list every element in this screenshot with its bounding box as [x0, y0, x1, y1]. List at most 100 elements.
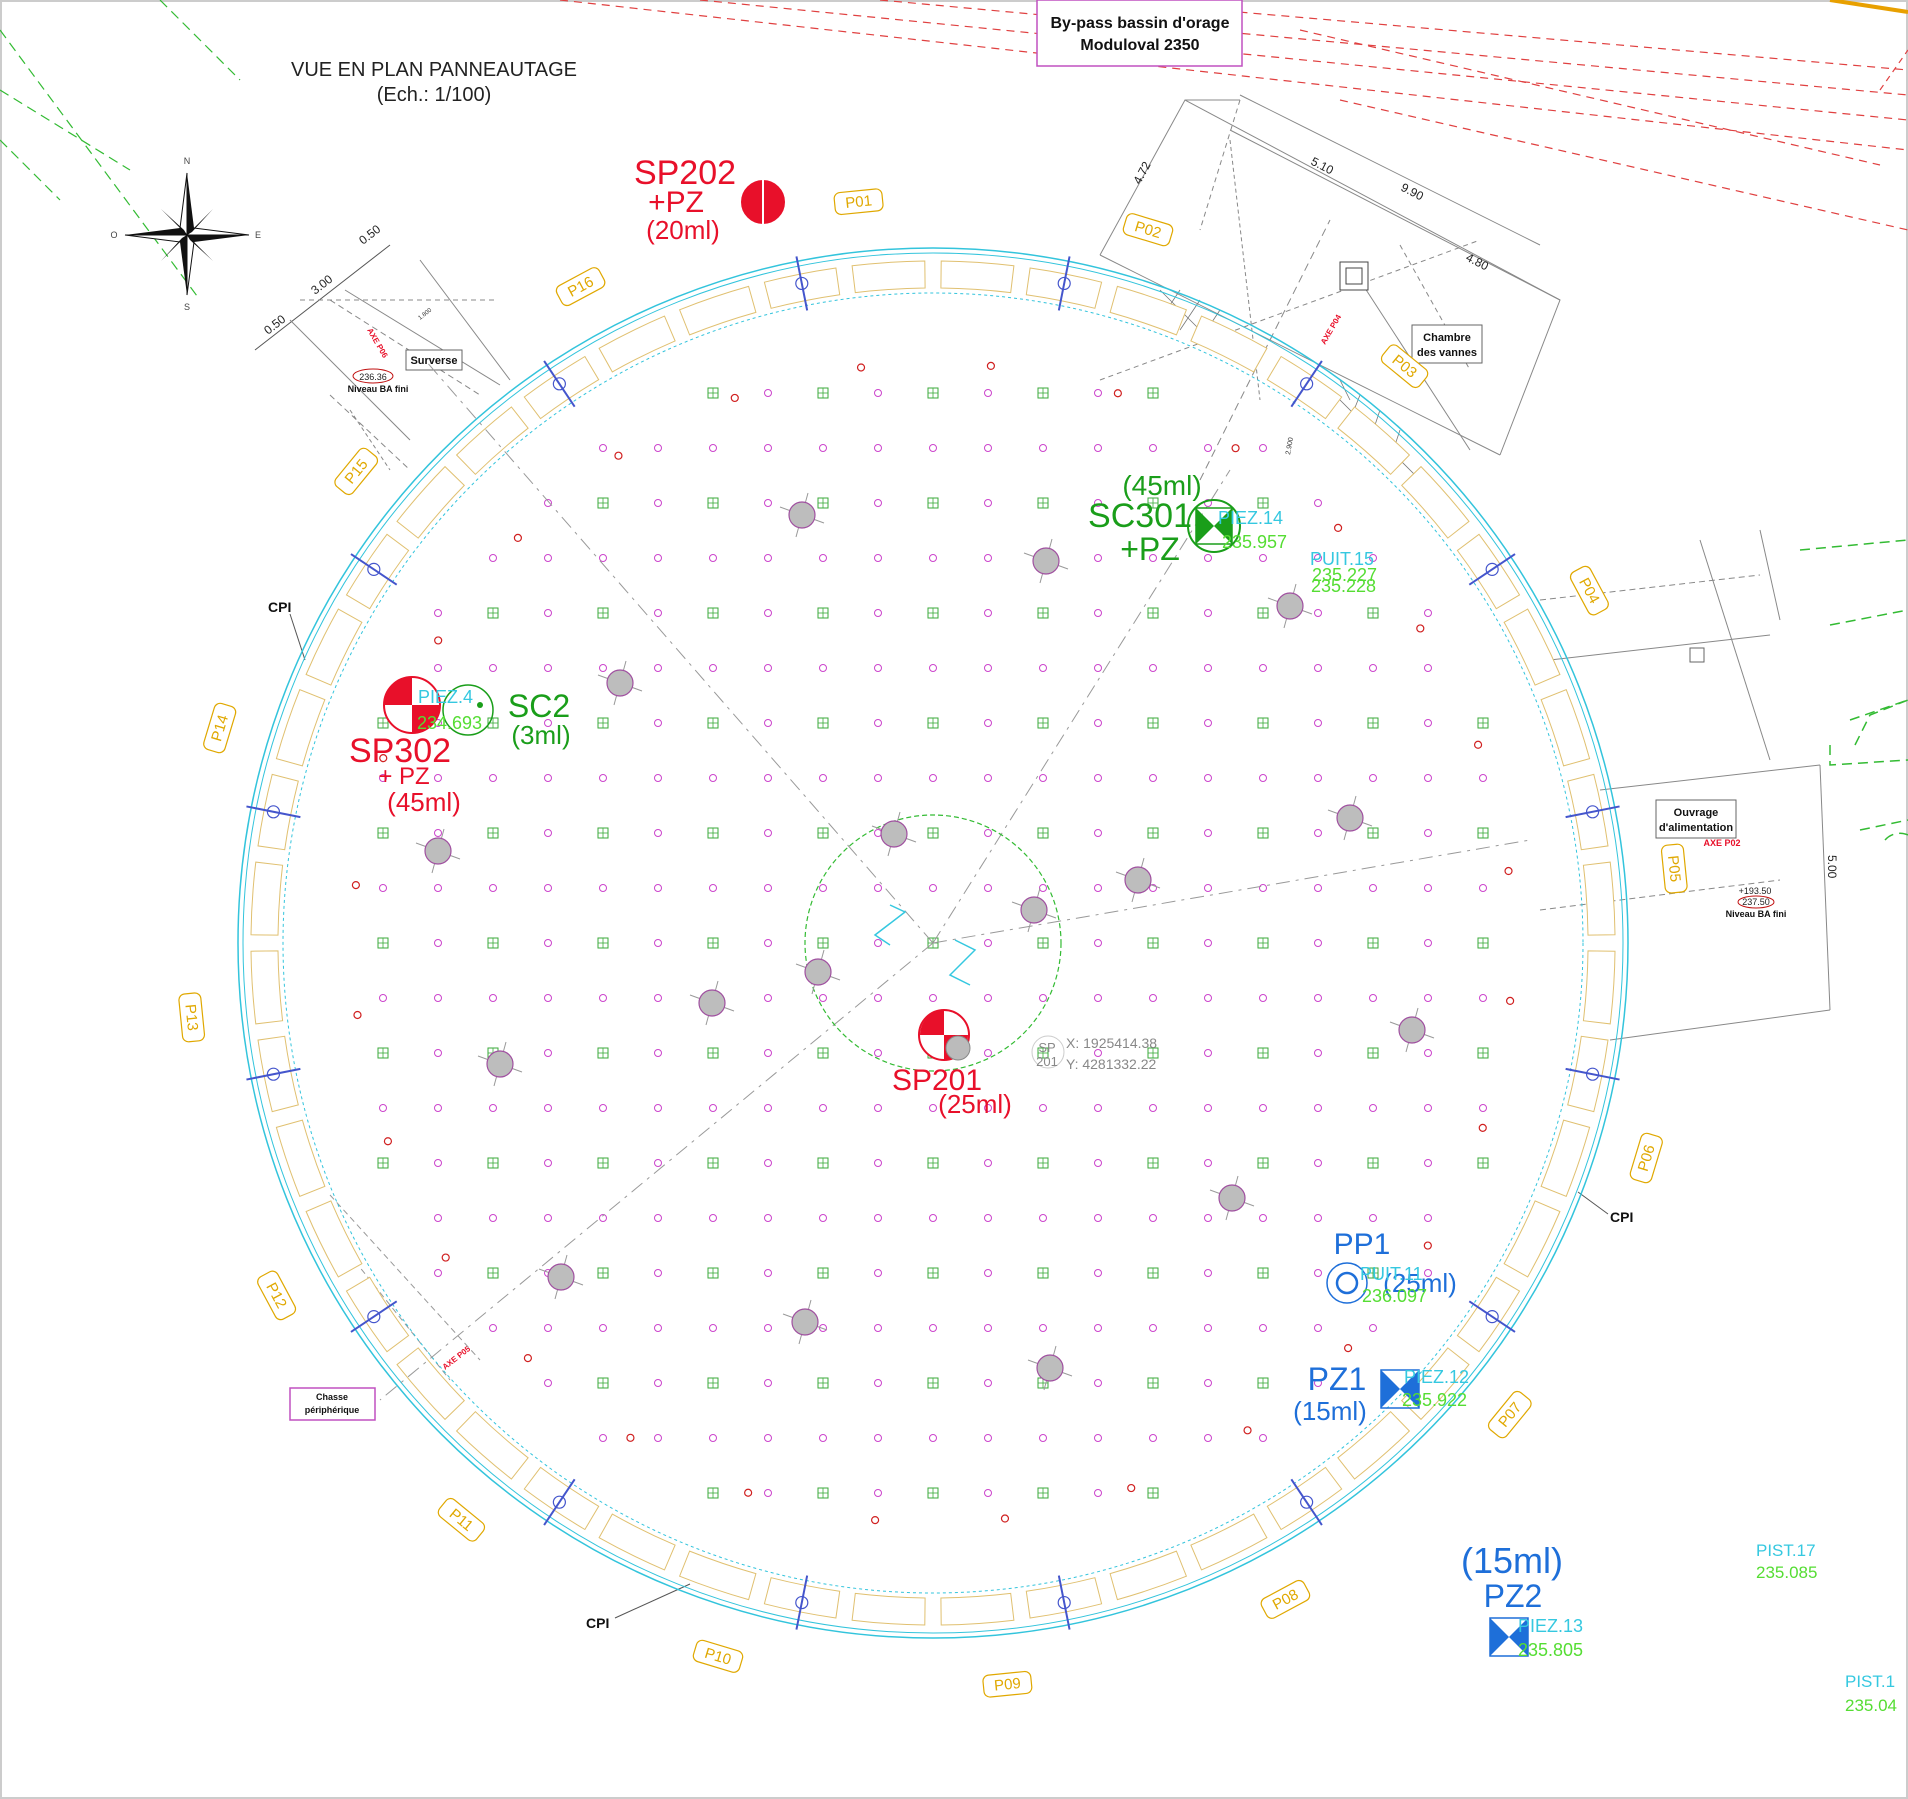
- grid-point: [1094, 774, 1102, 782]
- panel-tag-label: P13: [181, 1003, 201, 1031]
- grid-point: [874, 1049, 882, 1057]
- sp302-q3: [412, 705, 440, 733]
- column-disc-icon: [1218, 1184, 1246, 1212]
- dim-480: 4.80: [1464, 250, 1491, 273]
- ring-joint-clamp: [795, 1595, 809, 1610]
- sc2-circle-icon: [442, 684, 494, 736]
- grid-point: [764, 829, 772, 837]
- ring-joint-clamp: [552, 377, 566, 391]
- grid-point: [654, 994, 662, 1002]
- grid-point: [929, 664, 937, 672]
- ring-segment: [275, 688, 326, 767]
- column-disc-icon: [1336, 804, 1364, 832]
- grid-point: [1039, 1434, 1047, 1442]
- grid-point: [654, 1159, 662, 1167]
- grid-point: [1424, 994, 1432, 1002]
- grid-point: [1259, 774, 1267, 782]
- panel-tag: P05: [1660, 843, 1688, 894]
- column-disc-icon: [606, 669, 634, 697]
- chambre-line2: des vannes: [1417, 347, 1477, 359]
- grid-point: [1259, 1324, 1267, 1332]
- grid-point: [599, 1324, 607, 1332]
- bypass-line1: By-pass bassin d'orage: [1051, 15, 1230, 32]
- panel-tag-box: [437, 1497, 486, 1542]
- panel-tag: P15: [334, 447, 379, 496]
- level-ellipse-1: [352, 368, 394, 384]
- central-pipes: [873, 904, 977, 986]
- grid-point: [764, 884, 772, 892]
- column-disc-icon: [788, 501, 816, 529]
- ring-segment: [305, 608, 363, 686]
- pp1-outer-icon: [1326, 1262, 1368, 1304]
- grid-point: [1204, 1324, 1212, 1332]
- cpi-label-3: CPI: [586, 1615, 609, 1631]
- column-disc-icon: [486, 1050, 514, 1078]
- sc301-square: [1195, 507, 1233, 545]
- ring-segment: [1190, 1513, 1268, 1571]
- ring-joint: [543, 1478, 576, 1526]
- grid-point: [874, 1104, 882, 1112]
- ring-segment: [940, 1592, 1015, 1626]
- grid-point: [1094, 609, 1102, 617]
- perimeter-point: [513, 533, 523, 543]
- puit11-id: PUIT.11: [1360, 1264, 1423, 1284]
- level-ellipse-2: [1737, 895, 1775, 909]
- grid-point: [1204, 1269, 1212, 1277]
- ring-joint: [543, 360, 576, 408]
- piez12-val: 235.922: [1402, 1390, 1467, 1410]
- sp202-name: SP202: [634, 154, 736, 192]
- ring-segment: [1582, 861, 1616, 936]
- grid-point: [1424, 939, 1432, 947]
- grid-point: [1259, 994, 1267, 1002]
- piez12-id: PIEZ.12: [1404, 1367, 1469, 1387]
- ring-joint: [246, 1067, 301, 1081]
- grid-point: [764, 1379, 772, 1387]
- grid-point: [379, 994, 387, 1002]
- grid-point: [764, 1049, 772, 1057]
- panel-tag-box: [203, 702, 237, 754]
- ring-joint-clamp: [266, 1067, 281, 1081]
- grid-point: [764, 1434, 772, 1442]
- grid-point: [654, 1269, 662, 1277]
- piez14-id: PIEZ.14: [1218, 508, 1283, 528]
- panel-tag-label: P10: [703, 1645, 733, 1669]
- panel-tag: P13: [178, 992, 206, 1043]
- ring-segment: [455, 1410, 529, 1480]
- grid-point: [654, 1324, 662, 1332]
- ring-segment: [396, 1347, 466, 1421]
- column-disc-icon: [880, 820, 908, 848]
- cpi-label-1: CPI: [268, 599, 291, 615]
- ring-segment: [1582, 950, 1616, 1025]
- puit15-val: 235.227: [1312, 565, 1377, 585]
- sc2-name: SC2: [508, 688, 570, 724]
- grid-point: [709, 554, 717, 562]
- grid-point: [1039, 444, 1047, 452]
- grid-point: [929, 994, 937, 1002]
- grid-point: [764, 1159, 772, 1167]
- grid-point: [1204, 1159, 1212, 1167]
- panel-tag-box: [1629, 1132, 1663, 1184]
- grid-point: [1314, 994, 1322, 1002]
- perimeter-point: [523, 1353, 533, 1363]
- grid-point: [984, 719, 992, 727]
- grid-point: [764, 444, 772, 452]
- grid-point: [1204, 609, 1212, 617]
- ouvrage-structure: [1539, 529, 1831, 1041]
- puit15-val2: 235.228: [1311, 576, 1376, 596]
- grid-point: [489, 664, 497, 672]
- ring-joint-clamp: [1300, 377, 1314, 391]
- sp302-len: (45ml): [387, 787, 461, 817]
- grid-point: [434, 1269, 442, 1277]
- level-23636: 236.36: [359, 372, 387, 382]
- ring-joint: [350, 1300, 398, 1333]
- ring-segment: [1540, 1119, 1591, 1198]
- niveau-ba-fini-1: Niveau BA fini: [348, 384, 409, 394]
- grid-point: [1369, 1324, 1377, 1332]
- grid-point: [544, 939, 552, 947]
- ring-segment: [851, 260, 926, 294]
- ring-segment: [396, 465, 466, 539]
- grid-point: [544, 1324, 552, 1332]
- column-disc-icon: [424, 837, 452, 865]
- grid-point: [929, 1214, 937, 1222]
- ring-segment: [678, 1550, 757, 1601]
